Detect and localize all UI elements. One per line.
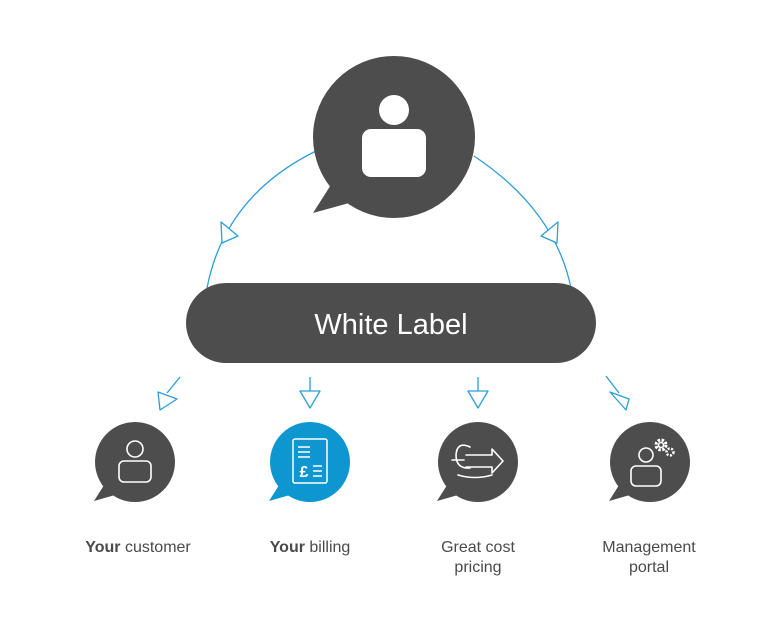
billing-bubble: £	[269, 422, 350, 502]
caption-customer-bold: Your	[85, 539, 121, 556]
svg-text:£: £	[300, 464, 309, 481]
connector-arcs	[206, 149, 572, 289]
right-arc-arrowhead	[540, 221, 559, 244]
left-arc	[206, 149, 319, 289]
left-arc-arrowhead	[220, 221, 239, 244]
user-icon	[118, 440, 152, 483]
caption-pricing: Great cost pricing	[378, 538, 578, 578]
caption-billing: Your billing	[210, 538, 410, 558]
caption-portal: Management portal	[549, 538, 749, 578]
caption-billing-rest: billing	[304, 539, 351, 556]
arc-arrowheads	[220, 221, 559, 244]
portal-bubble	[609, 422, 690, 502]
top-speech-bubble	[313, 56, 475, 218]
user-gears-icon	[630, 438, 675, 487]
caption-customer-rest: customer	[120, 539, 191, 556]
caption-portal-line1: Management	[602, 539, 696, 556]
arrow-to-portal	[605, 375, 630, 411]
caption-billing-bold: Your	[269, 539, 305, 556]
down-arrows	[157, 375, 630, 411]
caption-pricing-line1: Great cost	[441, 539, 515, 556]
caption-customer: Your customer	[38, 538, 238, 558]
user-icon	[362, 95, 426, 177]
customer-bubble	[94, 422, 175, 502]
cost-arrow-icon	[451, 444, 504, 479]
arrow-to-billing	[299, 377, 321, 409]
white-label-pill: White Label	[186, 283, 596, 363]
arrow-to-customer	[157, 376, 181, 411]
caption-portal-line2: portal	[628, 559, 670, 576]
right-arc	[473, 155, 572, 289]
caption-pricing-line2: pricing	[454, 559, 502, 576]
white-label-title: White Label	[314, 309, 467, 341]
arrow-to-pricing	[467, 377, 489, 409]
pricing-bubble	[437, 422, 518, 502]
invoice-pound-icon: £	[292, 438, 328, 484]
